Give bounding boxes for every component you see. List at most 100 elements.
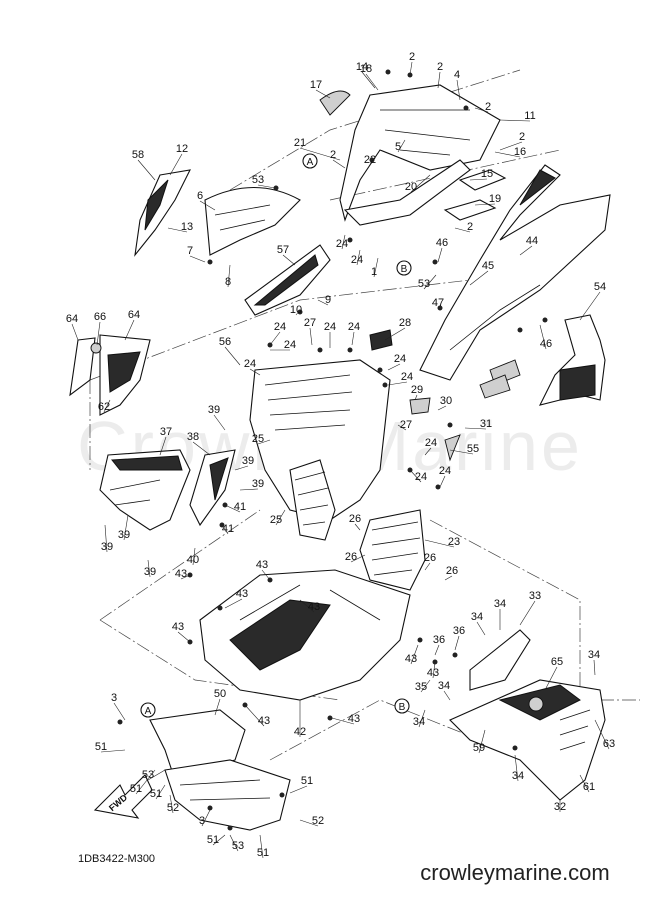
part-callout: 61 xyxy=(583,781,595,793)
leader-line xyxy=(420,679,431,693)
part-callout: 26 xyxy=(424,552,436,564)
leader-line xyxy=(418,709,426,728)
leader-line xyxy=(224,598,243,609)
leader-line xyxy=(229,834,239,852)
part-callout: 32 xyxy=(554,801,566,813)
part-callout: 25 xyxy=(270,514,282,526)
part-callout: 54 xyxy=(594,281,606,293)
part-callout: 44 xyxy=(526,235,538,247)
part-callout: 3 xyxy=(111,692,117,704)
part-callout: 24 xyxy=(415,471,427,483)
leader-line xyxy=(519,600,536,626)
part-callout: 24 xyxy=(336,238,348,250)
leader-line xyxy=(424,539,455,548)
part-callout: 46 xyxy=(540,338,552,350)
leader-line xyxy=(474,107,489,113)
leader-line xyxy=(424,562,431,571)
leader-line xyxy=(351,331,355,346)
part-callout: 33 xyxy=(529,590,541,602)
part-callout: 51 xyxy=(95,741,107,753)
part-callout: 8 xyxy=(225,276,231,288)
leader-line xyxy=(123,514,129,541)
leader-line xyxy=(464,427,487,430)
leader-line xyxy=(309,327,313,346)
leader-line xyxy=(259,834,264,859)
part-callout: 55 xyxy=(467,443,479,455)
part-callout: 57 xyxy=(277,244,289,256)
leader-line xyxy=(494,151,521,158)
part-callout: 37 xyxy=(160,426,172,438)
side-panel-right xyxy=(419,164,611,381)
part-callout: 59 xyxy=(473,742,485,754)
leader-line xyxy=(282,254,296,266)
part-callout: 43 xyxy=(427,667,439,679)
part-callout: 56 xyxy=(219,336,231,348)
part-callout: 51 xyxy=(257,847,269,859)
part-callout: 34 xyxy=(512,770,524,782)
leader-line xyxy=(100,749,126,753)
leader-line xyxy=(437,71,441,89)
leader-line xyxy=(423,274,437,290)
part-callout: 43 xyxy=(256,559,268,571)
leader-line xyxy=(409,469,422,483)
part-callout: 39 xyxy=(252,478,264,490)
leader-line xyxy=(192,441,211,456)
leader-line xyxy=(356,249,361,266)
part-callout: 43 xyxy=(348,713,360,725)
part-callout: 51 xyxy=(301,775,313,787)
upper-cowling xyxy=(204,187,301,256)
leader-line xyxy=(169,153,183,176)
leader-line xyxy=(227,264,231,288)
leader-line xyxy=(244,704,265,727)
part-callout: 52 xyxy=(312,815,324,827)
part-callout: 39 xyxy=(101,541,113,553)
leader-line xyxy=(214,698,221,716)
part-callout: 24 xyxy=(324,321,336,333)
leader-line xyxy=(103,399,111,413)
leader-line xyxy=(269,331,281,346)
grille xyxy=(359,509,426,591)
part-callout: 24 xyxy=(394,353,406,365)
ref-a-bottom: A xyxy=(145,706,152,717)
leader-line xyxy=(539,324,547,350)
leader-line xyxy=(113,702,126,721)
leader-line xyxy=(454,227,471,233)
leader-line xyxy=(409,61,413,76)
part-callout: 52 xyxy=(167,802,179,814)
leader-line xyxy=(96,321,101,346)
part-callout: 51 xyxy=(150,788,162,800)
part-callout: 19 xyxy=(489,193,501,205)
leader-line xyxy=(476,621,486,636)
part-callout: 24 xyxy=(439,465,451,477)
part-callout: 10 xyxy=(290,304,302,316)
fwd-arrow xyxy=(93,774,153,819)
part-callout: 20 xyxy=(405,181,417,193)
part-callout: 23 xyxy=(448,536,460,548)
leader-line xyxy=(341,234,346,250)
part-callout: 50 xyxy=(214,688,226,700)
leader-line xyxy=(212,834,226,846)
leader-line xyxy=(299,599,315,613)
leader-line xyxy=(414,394,418,401)
part-callout: 34 xyxy=(438,680,450,692)
assembly-lines xyxy=(89,69,640,761)
part-callout: 2 xyxy=(485,101,491,113)
decal-left xyxy=(69,337,96,397)
part-callout: 9 xyxy=(325,294,331,306)
part-callout: 22 xyxy=(364,154,376,166)
leader-line xyxy=(331,717,355,725)
leader-line xyxy=(224,504,241,513)
part-callout: 31 xyxy=(480,418,492,430)
part-callout: 34 xyxy=(413,716,425,728)
leader-line xyxy=(249,368,261,376)
leader-line xyxy=(384,327,406,341)
leader-line xyxy=(410,644,419,665)
ref-b-bottom: B xyxy=(399,702,406,713)
part-callout: 21 xyxy=(294,137,306,149)
leader-line xyxy=(137,159,156,181)
part-callout: 25 xyxy=(252,433,264,445)
leader-line xyxy=(147,769,166,781)
leader-line xyxy=(424,447,432,456)
leader-line xyxy=(514,754,519,782)
